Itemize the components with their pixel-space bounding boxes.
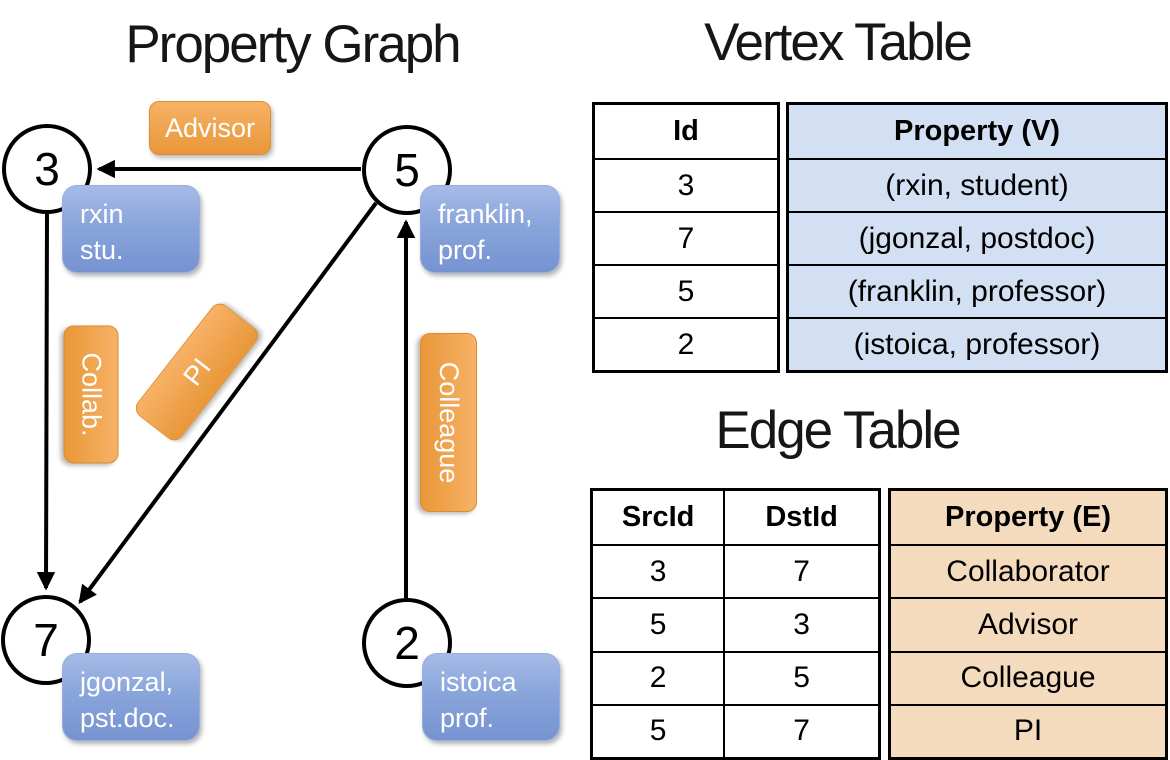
vertex-property-line: jgonzal,	[80, 667, 174, 697]
node-id: 3	[34, 143, 60, 195]
edge-table-header-property: Property (E)	[945, 501, 1111, 534]
vertex-table-id-cell: 7	[595, 211, 777, 264]
node-id: 7	[33, 614, 59, 666]
vertex-table-title: Vertex Table	[704, 13, 973, 72]
vertex-table-header-property: Property (V)	[894, 115, 1060, 147]
edge-table-header-srcid: SrcId	[593, 491, 726, 545]
vertex-property-box-2: istoica prof.	[422, 653, 560, 741]
vertex-property-line: prof.	[438, 234, 493, 265]
vertex-property-line: stu.	[80, 234, 124, 265]
vertex-table-property-cell: (franklin, professor)	[789, 264, 1165, 317]
vertex-property-line: prof.	[440, 702, 495, 733]
vertex-table-property-cell: (istoica, professor)	[789, 317, 1165, 370]
edge-label-advisor: Advisor	[149, 101, 271, 155]
edge-table-title: Edge Table	[715, 401, 961, 460]
vertex-property-box-3: rxin stu.	[62, 185, 200, 273]
graph-node-5: 5	[362, 125, 452, 215]
edge-table-id-columns: SrcId DstId 3 7 5 3 2 5 5 7	[590, 488, 881, 760]
edge-table-srcid-cell: 2	[593, 650, 726, 704]
edge-table-property-column: Property (E) Collaborator Advisor Collea…	[888, 488, 1168, 760]
vertex-table-property-cell: (rxin, student)	[789, 158, 1165, 211]
property-graph-title: Property Graph	[125, 15, 461, 74]
vertex-table-id-cell: 2	[595, 317, 777, 370]
vertex-table-property-column: Property (V) (rxin, student) (jgonzal, p…	[786, 102, 1168, 373]
edge-table-property-cell: Colleague	[891, 650, 1165, 704]
vertex-property-line: istoica	[440, 667, 517, 697]
vertex-property-line: rxin	[80, 199, 124, 229]
edge-arrow-3-to-7	[36, 212, 56, 591]
node-id: 2	[394, 617, 420, 669]
vertex-property-line: franklin,	[438, 199, 533, 229]
edge-table-property-cell: Advisor	[891, 597, 1165, 650]
edge-label-collab: Collab.	[63, 325, 119, 464]
vertex-property-box-5: franklin, prof.	[420, 185, 560, 273]
edge-table-dstid-cell: 3	[725, 597, 878, 650]
edge-table-srcid-cell: 5	[593, 597, 726, 651]
edge-arrow-5-to-7	[78, 201, 378, 604]
vertex-table-header-id: Id	[673, 115, 699, 147]
edge-table-srcid-cell: 5	[593, 703, 726, 757]
vertex-table-id-cell: 5	[595, 264, 777, 317]
edge-table-dstid-cell: 5	[725, 650, 878, 704]
edge-label-colleague: Colleague	[420, 333, 477, 512]
edge-table-header-dstid: DstId	[765, 501, 838, 534]
vertex-table-id-column: Id 3 7 5 2	[592, 102, 780, 373]
edge-table-property-cell: PI	[891, 703, 1165, 757]
vertex-table-property-cell: (jgonzal, postdoc)	[789, 211, 1165, 264]
node-id: 5	[394, 144, 420, 196]
vertex-property-line: pst.doc.	[80, 702, 175, 733]
vertex-table-id-cell: 3	[595, 158, 777, 211]
vertex-property-box-7: jgonzal, pst.doc.	[62, 653, 200, 741]
graph-edges-layer	[36, 159, 416, 604]
edge-table-srcid-cell: 3	[593, 544, 726, 598]
edge-table-property-cell: Collaborator	[891, 544, 1165, 597]
graph-node-2: 2	[362, 598, 452, 688]
edge-table-dstid-cell: 7	[725, 544, 878, 597]
edge-table-dstid-cell: 7	[725, 703, 878, 757]
